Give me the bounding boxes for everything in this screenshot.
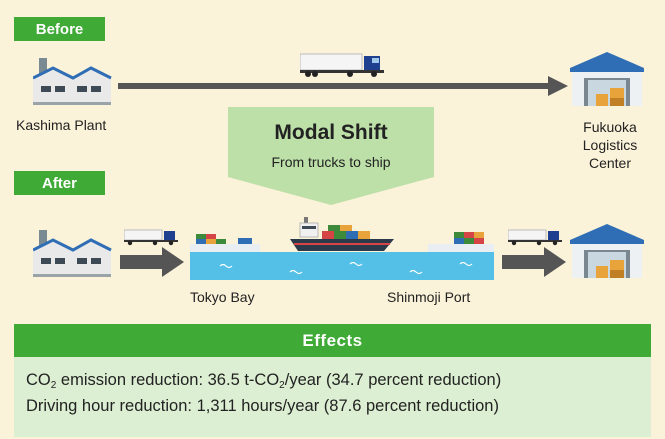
co2-reduction-text: CO2 emission reduction: 36.5 t-CO2/year … (26, 371, 502, 391)
effects-header-label: Effects (302, 330, 363, 350)
shift-arrow-left (120, 247, 184, 277)
warehouse-icon-after (570, 224, 644, 278)
destination-line-3: Center (588, 155, 632, 171)
port-destination-label: Shinmoji Port (387, 289, 471, 305)
truck-icon-after-right (508, 229, 562, 246)
before-tag: Before (14, 17, 105, 41)
port-icon-right (428, 232, 494, 252)
destination-line-2: Logistics (582, 137, 638, 153)
port-origin-label: Tokyo Bay (190, 289, 255, 305)
destination-line-1: Fukuoka (583, 119, 637, 135)
factory-icon (33, 58, 112, 105)
after-tag: After (14, 171, 105, 195)
modal-shift-arrow (228, 107, 434, 205)
after-tag-label: After (41, 174, 77, 192)
factory-icon-after (33, 230, 112, 277)
driving-hour-reduction-text: Driving hour reduction: 1,311 hours/year… (26, 397, 499, 415)
destination-label: Fukuoka Logistics Center (570, 118, 650, 172)
shift-arrow-right (502, 247, 566, 277)
effects-header: Effects (14, 324, 651, 357)
truck-icon (300, 53, 384, 77)
sea-icon (190, 252, 494, 280)
modal-shift-subtitle: From trucks to ship (271, 154, 391, 170)
before-route-arrow (118, 76, 568, 96)
modal-shift-title: Modal Shift (274, 121, 388, 144)
before-tag-label: Before (35, 20, 84, 38)
truck-icon-after-left (124, 229, 178, 246)
effects-box: CO2 emission reduction: 36.5 t-CO2/year … (14, 357, 651, 437)
origin-label: Kashima Plant (16, 117, 107, 133)
port-icon-left (190, 234, 260, 252)
ship-icon (290, 217, 394, 251)
warehouse-icon (570, 52, 644, 106)
